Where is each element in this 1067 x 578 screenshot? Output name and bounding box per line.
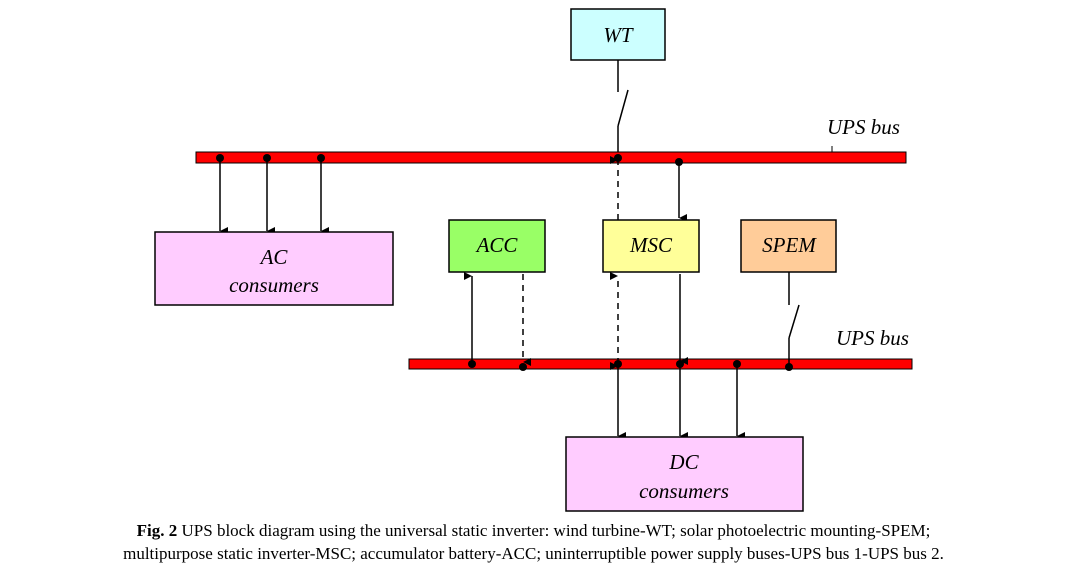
acc-label: ACC xyxy=(475,233,519,257)
ups-bus-lower xyxy=(408,358,913,370)
bus-node xyxy=(317,154,325,162)
bus-node xyxy=(519,363,527,371)
caption-text-1: UPS block diagram using the universal st… xyxy=(181,521,931,540)
bus-node xyxy=(468,360,476,368)
dc-consumers-label-line2: consumers xyxy=(639,479,729,503)
caption-line-2: multipurpose static inverter-MSC; accumu… xyxy=(123,544,944,563)
ac-consumers-label-line2: consumers xyxy=(229,273,319,297)
bus-node xyxy=(614,154,622,162)
ac-consumers-block xyxy=(154,231,394,306)
bus-node xyxy=(675,158,683,166)
bus-node xyxy=(614,360,622,368)
spem-label: SPEM xyxy=(762,233,817,257)
spem-switch xyxy=(788,304,800,339)
bus-node xyxy=(216,154,224,162)
msc-label: MSC xyxy=(629,233,673,257)
caption-line-1: Fig. 2 UPS block diagram using the unive… xyxy=(0,519,1067,542)
ups-bus-lower-label: UPS bus xyxy=(836,326,909,350)
figure-caption: Fig. 2 UPS block diagram using the unive… xyxy=(0,519,1067,565)
dc-consumers-label-line1: DC xyxy=(668,450,699,474)
figure-number: Fig. 2 xyxy=(136,521,178,540)
acc-block xyxy=(448,219,546,273)
bus-node xyxy=(733,360,741,368)
bus-node xyxy=(676,360,684,368)
dc-consumers-block xyxy=(565,436,804,512)
ups-bus-upper-label: UPS bus xyxy=(827,115,900,139)
msc-block xyxy=(602,219,700,273)
ups-bus-upper xyxy=(195,151,907,164)
bus-node xyxy=(785,363,793,371)
wt-switch xyxy=(617,89,629,127)
ac-consumers-label-line1: AC xyxy=(259,245,289,269)
bus-node xyxy=(263,154,271,162)
wt-label: WT xyxy=(603,23,633,47)
wt-block xyxy=(570,8,666,61)
